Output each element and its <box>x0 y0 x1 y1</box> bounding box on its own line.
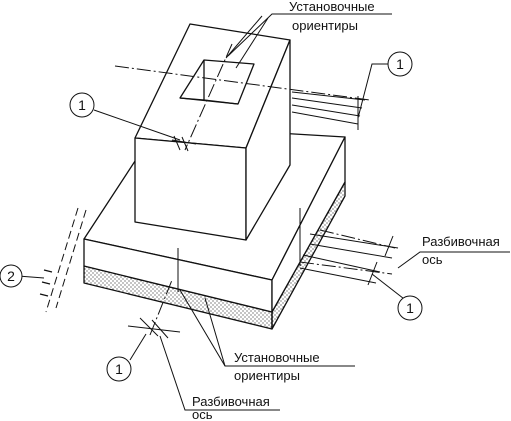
leader-right-axis <box>397 251 510 269</box>
label-bottom-orientation-line1: Установочные <box>234 350 320 365</box>
label-right-axis-line1: Разбивочная <box>422 234 500 249</box>
label-top-orientation-line1: Установочные <box>289 0 375 14</box>
leader-c1-bottom <box>129 333 147 361</box>
callout-1-right <box>397 295 423 321</box>
leader-c1-right <box>371 273 409 303</box>
callout-2-left-text: 2 <box>7 268 15 284</box>
label-bottom-axis-line1: Разбивочная <box>192 394 270 409</box>
dim-line-left-inner <box>55 209 87 309</box>
label-bottom-axis-line2: ось <box>192 407 213 421</box>
column-right-face <box>245 39 291 241</box>
leader-bottom-axis <box>159 335 280 411</box>
label-top-orientation-line2: ориентиры <box>292 18 358 33</box>
label-bottom-orientation-line2: ориентиры <box>234 368 300 383</box>
label-right-axis-line2: ось <box>422 252 443 267</box>
callout-1-bottom <box>106 356 132 382</box>
dim-line-left-outer <box>45 207 79 313</box>
callout-2-left <box>0 264 23 288</box>
slab-right-face <box>271 136 346 313</box>
callout-1-bottom-text: 1 <box>115 361 123 377</box>
axis-top-vertical <box>184 43 233 151</box>
leader-c1-top-right <box>357 63 388 119</box>
leader-c1-left <box>93 109 181 141</box>
axis-slab-bottom <box>149 279 173 336</box>
axis-top-horizontal <box>114 65 371 101</box>
callout-1-top-right <box>387 51 413 77</box>
callout-1-top-right-text: 1 <box>396 56 404 72</box>
callout-1-left <box>69 92 95 118</box>
callout-1-right-text: 1 <box>406 300 414 316</box>
column-front-face <box>134 137 247 241</box>
callout-1-left-text: 1 <box>78 97 86 113</box>
axis-slab-right-2 <box>299 261 393 275</box>
axis-slab-right-1 <box>319 229 396 249</box>
